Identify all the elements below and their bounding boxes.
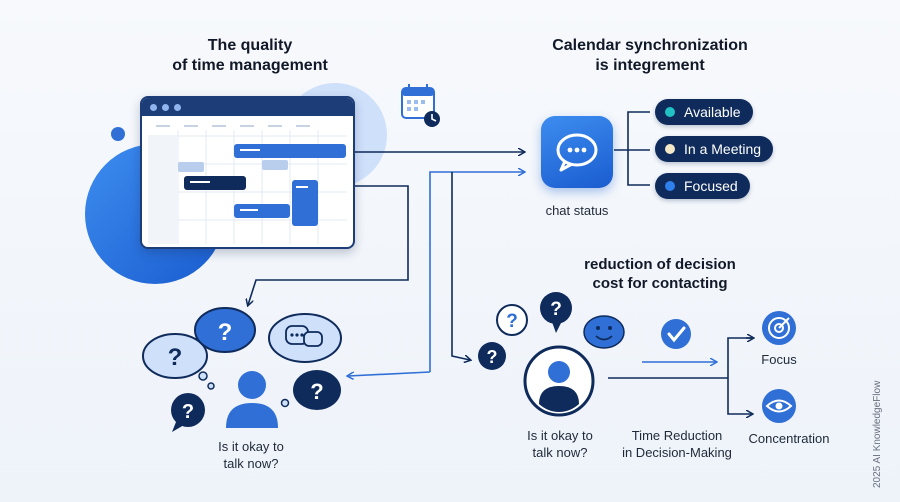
title-decision-cost: reduction of decision cost for contactin… (560, 255, 760, 293)
status-label-focused: Focused (684, 178, 738, 194)
window-titlebar (142, 98, 353, 116)
caption-right-line2: talk now? (532, 445, 588, 460)
status-available: Available (655, 99, 753, 125)
title-right-line1: Calendar synchronization (552, 37, 748, 54)
svg-text:?: ? (487, 347, 498, 367)
question-bubble-a: ? (496, 304, 528, 336)
arrow-calendar-to-questions (248, 185, 409, 305)
svg-text:?: ? (218, 319, 233, 346)
title-lower-line2: cost for contacting (592, 275, 728, 292)
arrow-down-to-person (451, 172, 470, 360)
watermark: 2025 AI KnowledgeFlow (872, 380, 883, 488)
outcome-concentration-label: Concentration (748, 431, 830, 446)
caption-left-question: Is it okay to talk now? (196, 438, 306, 472)
svg-text:?: ? (182, 401, 194, 423)
svg-text:?: ? (310, 379, 323, 404)
arrow-to-chat-blue (429, 172, 524, 372)
title-left-line2: of time management (172, 57, 328, 74)
calendar-window (140, 96, 355, 249)
chat-app-tile (541, 116, 613, 188)
title-calendar-sync: Calendar synchronization is integrement (530, 36, 770, 76)
thought-cloud-right: ? (293, 370, 341, 410)
caption-right-line1: Is it okay to (527, 428, 593, 443)
svg-text:?: ? (506, 311, 518, 332)
status-in-meeting: In a Meeting (655, 136, 774, 162)
eye-icon (762, 389, 796, 423)
chat-status-label: chat status (545, 203, 609, 218)
status-dot-focused (665, 181, 675, 191)
question-bubble-b: ? (540, 292, 572, 333)
status-label-available: Available (684, 104, 741, 120)
svg-text:?: ? (168, 344, 183, 371)
time-reduction-line2: in Decision-Making (622, 445, 732, 460)
title-time-management: The quality of time management (140, 36, 360, 76)
checkmark-icon (661, 319, 691, 349)
svg-text:?: ? (550, 299, 562, 320)
title-right-line2: is integrement (595, 57, 705, 74)
person-circle-icon (523, 345, 595, 417)
calendar-grid (148, 125, 347, 244)
question-bubble-icon: ? (171, 393, 205, 432)
caption-left-line1: Is it okay to (218, 439, 284, 454)
thought-cloud-left: ? (142, 333, 208, 379)
branch-status (614, 111, 650, 186)
chat-bubble-icon (556, 133, 598, 172)
status-dot-meeting (665, 144, 675, 154)
calendar-icon (401, 84, 440, 127)
caption-time-reduction: Time Reduction in Decision-Making (612, 427, 742, 461)
person-icon (226, 371, 278, 428)
status-label-meeting: In a Meeting (684, 141, 762, 157)
status-dot-available (665, 107, 675, 117)
question-bubble-c: ? (478, 342, 506, 370)
caption-left-line2: talk now? (223, 456, 279, 471)
thought-cloud-chat (268, 313, 342, 363)
target-icon (762, 311, 796, 345)
arrow-back-to-left-bubbles (348, 371, 431, 376)
title-lower-line1: reduction of decision (584, 256, 736, 273)
branch-outcomes (727, 337, 752, 414)
smile-bubble-icon (583, 315, 625, 349)
time-reduction-line1: Time Reduction (631, 428, 723, 443)
thought-cloud-top: ? (194, 307, 256, 353)
blob-small-dot (111, 127, 125, 141)
outcome-focus-label: Focus (761, 352, 797, 367)
title-left-line1: The quality (207, 37, 293, 54)
caption-right-question: Is it okay to talk now? (505, 427, 615, 461)
status-focused: Focused (655, 173, 750, 199)
